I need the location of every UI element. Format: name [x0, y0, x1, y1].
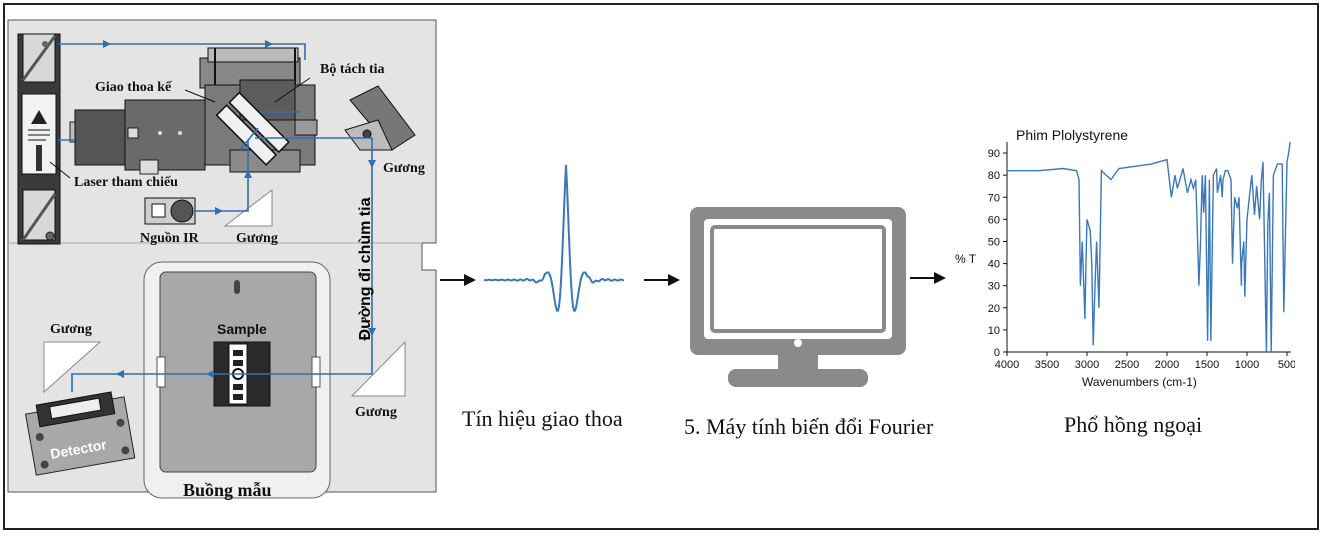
mirror-lower-left	[43, 341, 102, 394]
ir-source-label: Nguồn IR	[140, 231, 199, 246]
x-tick-label: 1500	[1195, 359, 1219, 371]
y-tick-label: 90	[988, 148, 1000, 160]
x-tick-label: 1000	[1235, 359, 1259, 371]
spectrum-line	[1007, 141, 1291, 353]
detector-unit	[24, 391, 136, 476]
flow-arrow-3	[910, 272, 946, 284]
leader-lines	[49, 77, 311, 179]
x-tick-label: 500	[1278, 359, 1295, 371]
beam-path-label: Đường đi chùm tia	[357, 197, 374, 341]
beamsplitter-label: Bộ tách tia	[320, 62, 385, 77]
y-tick-label: 40	[988, 259, 1000, 271]
mirror-top-right	[344, 85, 416, 151]
chart-ylabel: % T	[955, 252, 977, 266]
ir-source	[144, 197, 196, 225]
beam-arrows	[103, 40, 376, 378]
sample-label: Sample	[217, 321, 267, 337]
ir-spectrum-chart: 0 10 20 30 40 50 60 70 80 90 4000 3500 3000 2500 2000 1…	[988, 141, 1295, 371]
mirror-label-3: Gương	[50, 322, 92, 337]
x-tick-label: 4000	[995, 359, 1019, 371]
y-tick-label: 10	[988, 325, 1000, 337]
spectrum-caption: Phổ hồng ngoại	[1064, 412, 1203, 437]
sample-compartment	[143, 261, 331, 499]
interferogram-wave	[484, 164, 625, 312]
ftir-instrument	[7, 19, 437, 499]
computer-monitor	[690, 207, 906, 387]
chart-axes: 0 10 20 30 40 50 60 70 80 90 4000 3500 3000 2500 2000 1…	[988, 142, 1295, 371]
sample-compartment-label: Buồng mẫu	[183, 480, 272, 500]
computer-caption: 5. Máy tính biến đổi Fourier	[684, 414, 934, 439]
laser-label: Laser tham chiếu	[74, 175, 178, 190]
interferometer-label: Giao thoa kế	[95, 80, 172, 95]
y-tick-label: 80	[988, 170, 1000, 182]
y-tick-label: 30	[988, 281, 1000, 293]
mirror-label-2: Gương	[236, 231, 278, 246]
mirror-label-4: Gương	[355, 405, 397, 420]
mirror-lower-right	[350, 340, 406, 397]
figure-frame	[3, 3, 1319, 530]
chart-xlabel: Wavenumbers (cm-1)	[1082, 375, 1197, 389]
y-tick-label: 0	[994, 347, 1000, 359]
laser-unit	[17, 33, 61, 245]
flow-arrow-2	[644, 274, 680, 286]
x-tick-label: 2500	[1115, 359, 1139, 371]
x-tick-label: 3500	[1035, 359, 1059, 371]
chart-title: Phim Plolystyrene	[1016, 127, 1129, 143]
flow-arrow-1	[440, 274, 476, 286]
x-tick-label: 3000	[1075, 359, 1099, 371]
y-tick-label: 50	[988, 236, 1000, 248]
beam-path	[58, 43, 373, 392]
y-tick-label: 60	[988, 214, 1000, 226]
interferogram-signal	[484, 164, 625, 312]
interferogram-caption: Tín hiệu giao thoa	[462, 406, 623, 431]
y-tick-label: 70	[988, 192, 1000, 204]
x-tick-label: 2000	[1155, 359, 1179, 371]
y-tick-label: 20	[988, 303, 1000, 315]
mirror-label-1: Gương	[383, 161, 425, 176]
